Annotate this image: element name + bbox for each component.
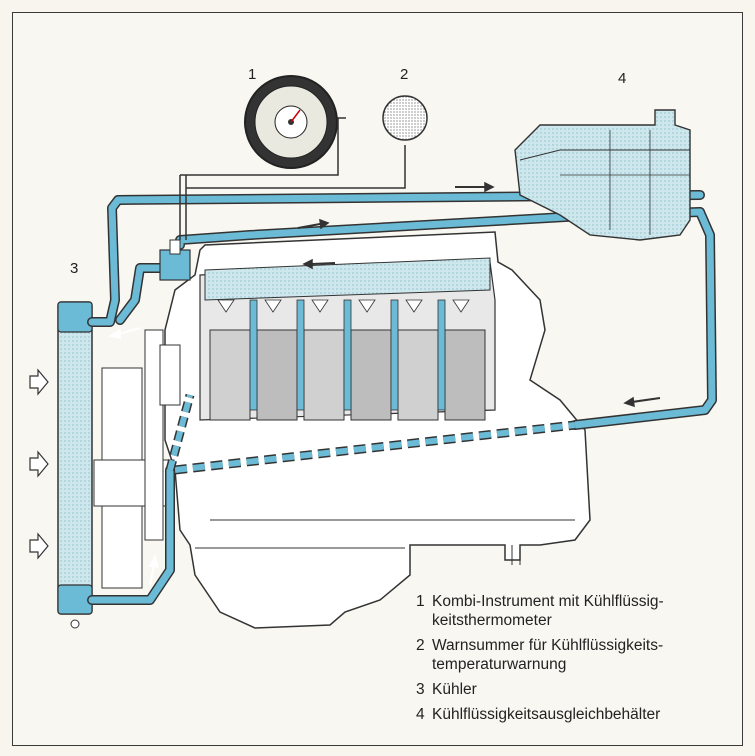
internal-coolant-path bbox=[165, 393, 576, 475]
legend: 1 Kombi-Instrument mit Kühlflüssig- keit… bbox=[416, 592, 736, 730]
legend-text: Kühlflüssigkeitsausgleichbehälter bbox=[432, 706, 661, 723]
legend-number: 3 bbox=[416, 681, 425, 698]
legend-text: Kombi-Instrument mit Kühlflüssig- bbox=[432, 593, 664, 610]
label-instrument-cluster: 1 bbox=[248, 66, 257, 83]
flow-arrows bbox=[107, 181, 661, 586]
cylinder-block bbox=[199, 257, 496, 421]
label-warning-buzzer: 2 bbox=[400, 66, 409, 83]
legend-item: 4 Kühlflüssigkeitsausgleichbehälter bbox=[416, 705, 736, 724]
legend-text: temperaturwarnung bbox=[432, 656, 567, 673]
legend-text: keitsthermometer bbox=[432, 612, 552, 629]
instrument-cluster bbox=[179, 75, 406, 240]
label-radiator: 3 bbox=[70, 260, 79, 277]
legend-item: 1 Kombi-Instrument mit Kühlflüssig- keit… bbox=[416, 592, 736, 630]
fan bbox=[93, 329, 181, 589]
expansion-tank bbox=[514, 109, 691, 241]
legend-text: Kühler bbox=[432, 681, 477, 698]
legend-number: 2 bbox=[416, 637, 425, 654]
pistons bbox=[209, 329, 486, 421]
legend-item: 3 Kühler bbox=[416, 680, 736, 699]
label-expansion-tank: 4 bbox=[618, 70, 627, 87]
legend-number: 4 bbox=[416, 706, 425, 723]
thermostat-housing bbox=[159, 239, 191, 281]
airflow-arrows bbox=[29, 368, 49, 560]
radiator bbox=[57, 301, 93, 629]
legend-item: 2 Warnsummer für Kühlflüssigkeits- tempe… bbox=[416, 636, 736, 674]
legend-number: 1 bbox=[416, 593, 425, 610]
warning-buzzer bbox=[382, 95, 428, 141]
legend-text: Warnsummer für Kühlflüssigkeits- bbox=[432, 637, 664, 654]
